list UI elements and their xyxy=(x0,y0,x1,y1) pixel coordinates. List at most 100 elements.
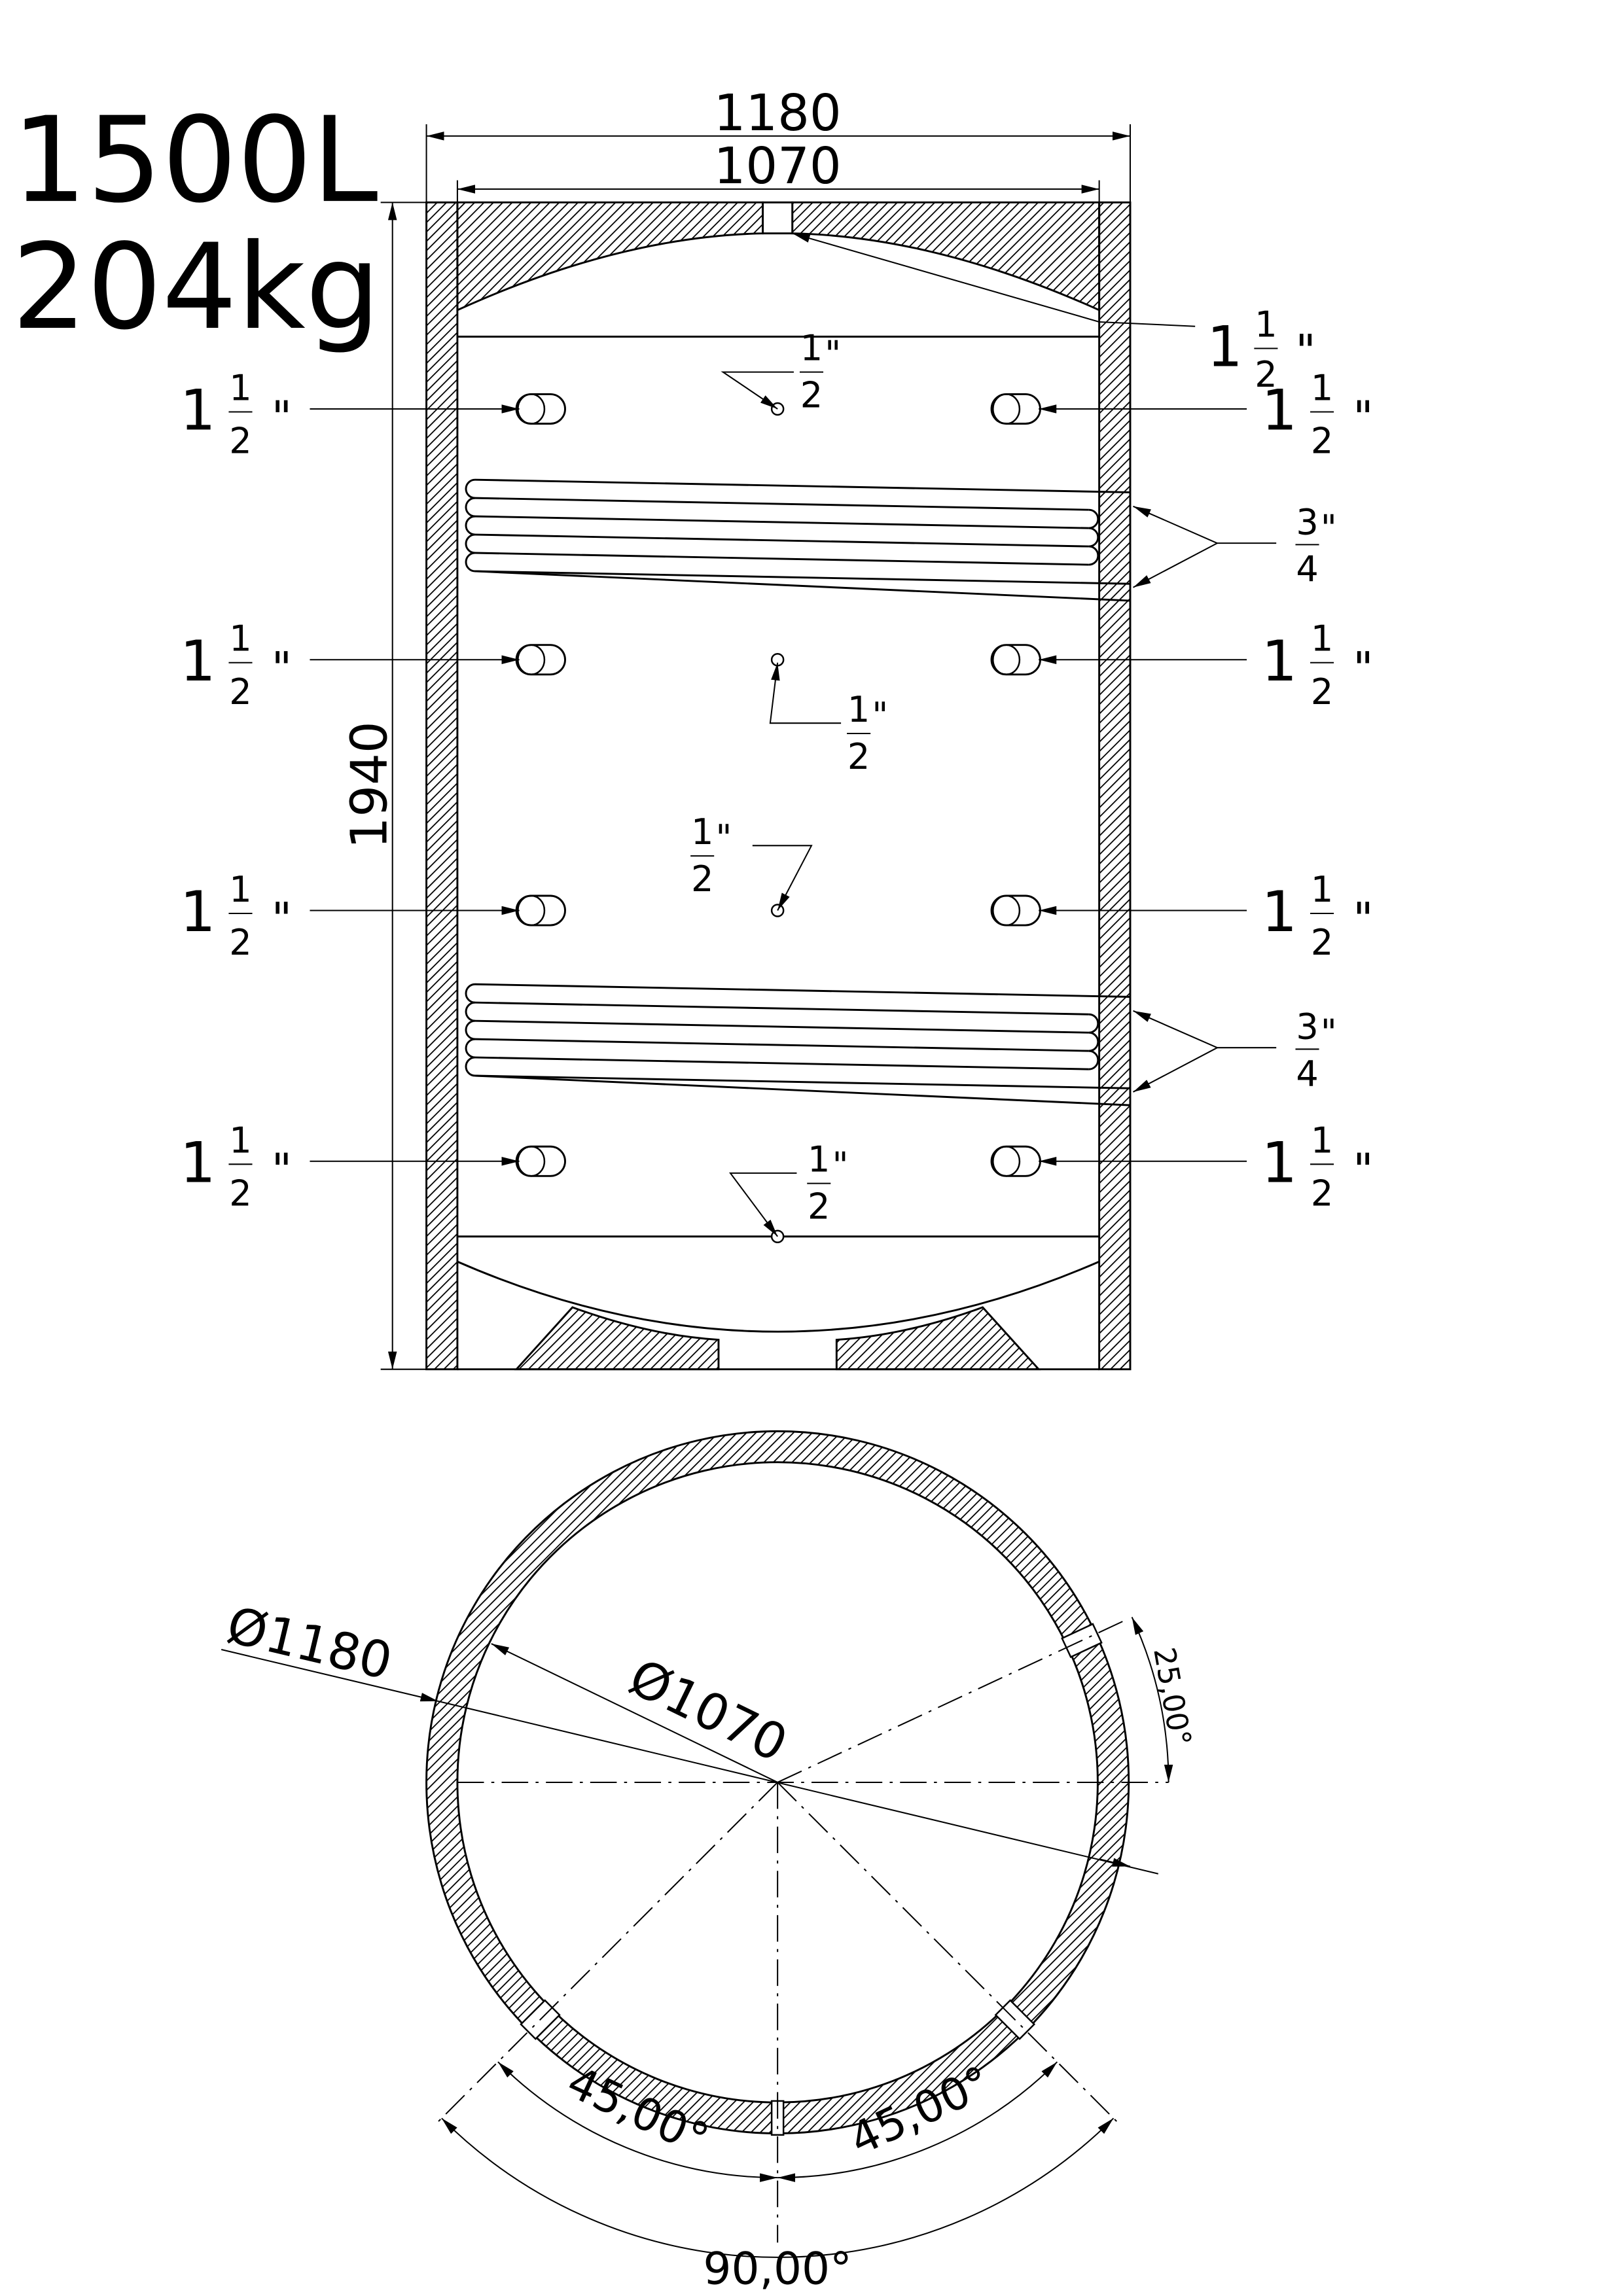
coil-bend xyxy=(465,515,476,536)
sensor-size-den: 2 xyxy=(800,375,823,416)
coil-tube xyxy=(474,983,1131,998)
coil-bend xyxy=(1088,545,1099,566)
sensor-port: 12" xyxy=(769,652,888,777)
coil-tube xyxy=(474,570,1131,585)
sensor-port: 12" xyxy=(721,328,841,416)
coil-bend xyxy=(1088,1050,1099,1070)
coil-bend xyxy=(465,1019,476,1040)
port-size-whole: 1 xyxy=(180,1130,216,1195)
port-size-num: 1 xyxy=(1311,869,1333,910)
coil-bend xyxy=(465,983,476,1004)
angle-25-value: 25,00° xyxy=(1147,1645,1198,1748)
sensor-leader-arrow xyxy=(752,845,813,911)
port-size-mark: " xyxy=(272,642,292,694)
coil-tube xyxy=(474,1074,1131,1089)
port-size-den: 2 xyxy=(229,1173,251,1214)
sensor-size-den: 2 xyxy=(847,736,870,777)
coil-tube xyxy=(474,1056,1089,1070)
coil-leader-arrow xyxy=(1133,1010,1218,1049)
coil-bend xyxy=(465,1001,476,1022)
coil-bend xyxy=(1088,1013,1099,1034)
inner-diameter-value: Ø1070 xyxy=(620,1648,796,1774)
coil-tube xyxy=(474,1074,1131,1106)
port-size-whole: 1 xyxy=(1262,378,1298,444)
port-size-whole: 1 xyxy=(1262,629,1298,694)
port-size-den: 2 xyxy=(229,922,251,963)
height-value: 1940 xyxy=(341,721,399,849)
plan-view: Ø1180 Ø1070 25,00° 45,00° 45,00° 90,00° xyxy=(221,1430,1198,2294)
port-size-num: 1 xyxy=(1311,618,1333,660)
inner-width-dimension: 1070 xyxy=(456,137,1100,203)
coil-size-mark: " xyxy=(1321,1012,1337,1053)
port-size-den: 2 xyxy=(229,421,251,462)
coil-tube xyxy=(474,497,1089,511)
bottom-insulation-left xyxy=(514,1306,720,1371)
volume-label: 1500L xyxy=(12,92,378,229)
coil-tube xyxy=(474,570,1131,602)
port-size-mark: " xyxy=(1353,642,1373,694)
tank-section xyxy=(425,201,1132,1371)
coil-bend xyxy=(1088,527,1099,548)
port-size-mark: " xyxy=(272,1144,292,1195)
port-size-den: 2 xyxy=(1311,421,1333,462)
coil-size-num: 3 xyxy=(1296,502,1318,543)
port-size-mark: " xyxy=(272,391,292,443)
port-size-den: 2 xyxy=(1311,671,1333,713)
coil-bend xyxy=(465,533,476,554)
port-size-whole: 1 xyxy=(180,378,216,444)
outer-diameter-value: Ø1180 xyxy=(221,1596,397,1691)
port-nozzle-end xyxy=(992,1146,1021,1177)
port-nozzle-end xyxy=(992,393,1021,425)
port-size-whole: 1 xyxy=(1262,1130,1298,1195)
port-size-mark: " xyxy=(272,893,292,945)
coil-size-mark: " xyxy=(1321,508,1337,549)
port-size-whole: 1 xyxy=(180,629,216,694)
coil-bend xyxy=(465,1056,476,1077)
port-size-num: 1 xyxy=(1311,1120,1333,1161)
coil-size-den: 4 xyxy=(1296,549,1318,590)
inner-width-value: 1070 xyxy=(714,137,842,196)
sensor-size-mark: " xyxy=(832,1145,849,1186)
coil-tube xyxy=(474,552,1089,566)
port-size-den: 2 xyxy=(229,671,251,713)
coil-tube xyxy=(474,1001,1089,1016)
port-size-den: 2 xyxy=(1311,922,1333,963)
coil-bend xyxy=(465,552,476,573)
port-size-den: 2 xyxy=(1311,1173,1333,1214)
coil-leader-arrow xyxy=(1133,1047,1218,1093)
coil-tube xyxy=(474,1038,1089,1052)
coil-tube xyxy=(474,478,1131,493)
sensor-size-num: 1 xyxy=(808,1139,830,1180)
port-nozzle-end xyxy=(992,894,1021,927)
coil-tube xyxy=(474,1019,1089,1034)
top-port-num: 1 xyxy=(1255,304,1277,345)
port-size-num: 1 xyxy=(229,869,251,910)
coil-bend xyxy=(465,497,476,518)
outer-width-dimension: 1180 xyxy=(425,84,1131,203)
sensor-size-mark: " xyxy=(825,334,841,375)
sensor-leader-arrow xyxy=(728,1172,797,1237)
port-size-num: 1 xyxy=(229,1120,251,1161)
sensor-size-mark: " xyxy=(715,817,732,858)
outer-width-value: 1180 xyxy=(714,84,842,143)
coil-bend xyxy=(1088,1031,1099,1052)
coil-bend xyxy=(465,478,476,499)
coil-bend xyxy=(1088,508,1099,529)
weight-label: 204kg xyxy=(12,219,380,356)
port-size-whole: 1 xyxy=(1262,879,1298,945)
coil-size-den: 4 xyxy=(1296,1053,1318,1095)
sensor-leader-arrow xyxy=(721,371,794,410)
sensor-size-den: 2 xyxy=(691,858,713,900)
coil-leader-arrow xyxy=(1133,505,1218,544)
port-size-num: 1 xyxy=(1311,367,1333,408)
port-nozzle-end xyxy=(992,644,1021,676)
port-size-mark: " xyxy=(1353,1144,1373,1195)
sensor-port: 12" xyxy=(728,1139,849,1244)
